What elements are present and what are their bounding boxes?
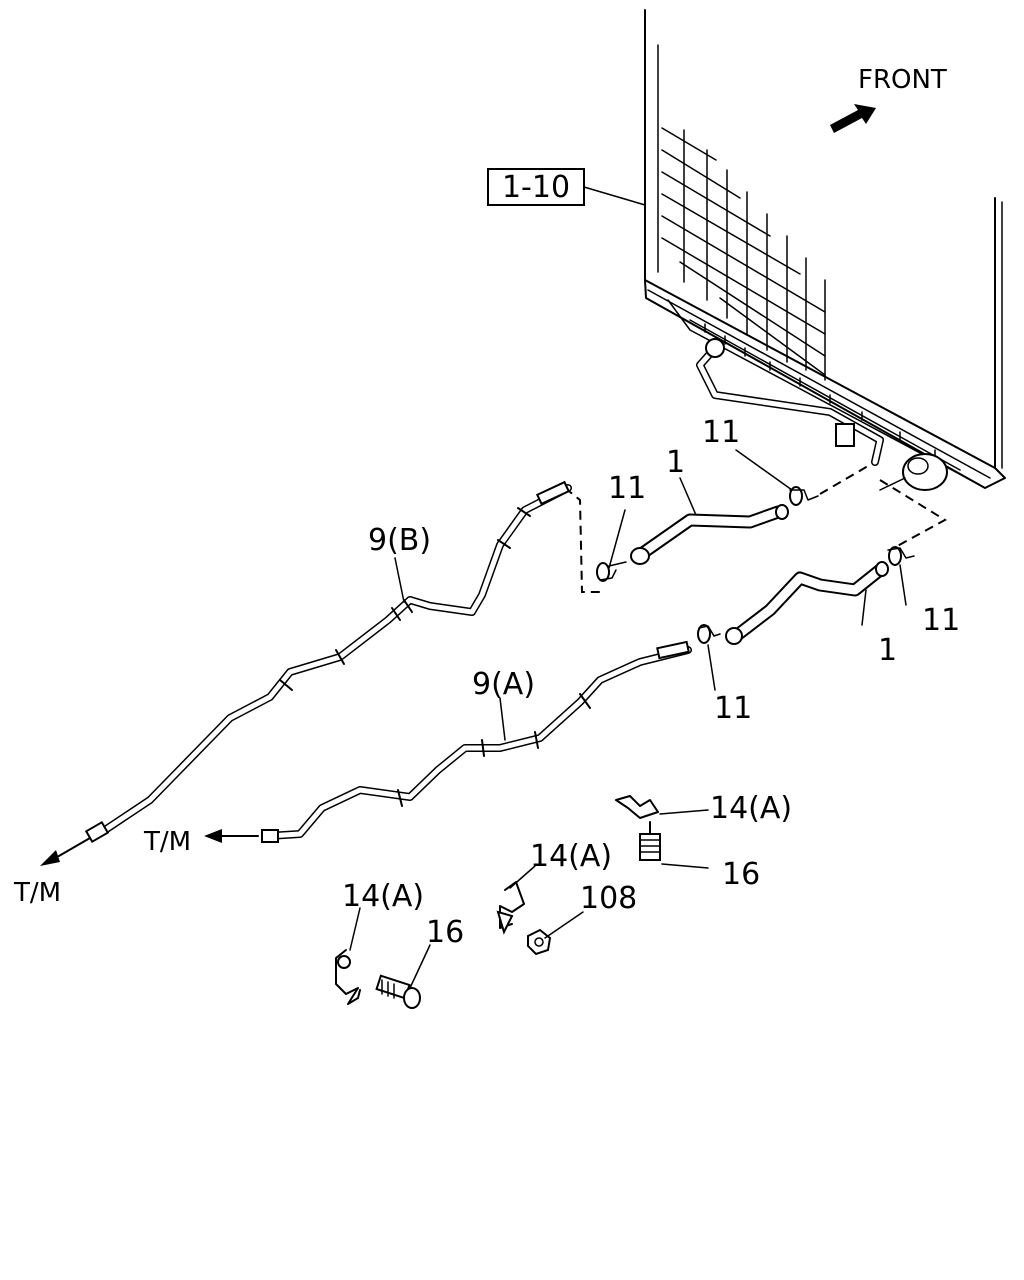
arrow-left-icon — [204, 829, 222, 843]
tm-arrow: T/M — [13, 837, 91, 908]
reference-box: 1-10 — [487, 168, 646, 206]
clamp-label: 11 — [922, 603, 960, 638]
pipe-9a — [261, 640, 692, 843]
bolt-label: 16 — [722, 857, 760, 892]
clamp — [596, 561, 627, 582]
clamp — [887, 546, 915, 566]
bolt-label: 16 — [426, 915, 464, 950]
tm-arrow: T/M — [143, 827, 259, 857]
bracket — [615, 795, 661, 861]
bracket-label: 14(A) — [710, 791, 792, 826]
hose-upper — [630, 504, 789, 565]
bracket-label: 14(A) — [342, 879, 424, 914]
clamp-label: 11 — [608, 471, 646, 506]
clamp — [697, 624, 721, 644]
reference-label: 1-10 — [502, 170, 570, 205]
pipe-9b — [84, 480, 572, 844]
tm-label: T/M — [143, 827, 191, 857]
nut-label: 108 — [580, 881, 637, 916]
leaders — [349, 449, 907, 989]
clamp-label: 11 — [714, 691, 752, 726]
clamp-label: 11 — [702, 415, 740, 450]
pipe-9a-label: 9(A) — [472, 667, 535, 702]
hose-upper-label: 1 — [666, 445, 685, 480]
front-direction-arrow-icon — [830, 104, 876, 133]
hose-lower-label: 1 — [878, 633, 897, 668]
hose-lower — [725, 561, 889, 645]
front-indicator: FRONT — [830, 65, 947, 133]
bracket — [335, 949, 361, 1005]
bracket — [496, 881, 525, 935]
arrow-left-icon — [40, 850, 60, 866]
tm-label: T/M — [13, 878, 61, 908]
radiator — [644, 9, 1006, 491]
clamp — [789, 486, 819, 506]
bracket-label: 14(A) — [530, 839, 612, 874]
pipe-9b-label: 9(B) — [368, 523, 431, 558]
bolt — [375, 974, 421, 1009]
front-label: FRONT — [858, 65, 947, 95]
nut — [527, 928, 552, 956]
